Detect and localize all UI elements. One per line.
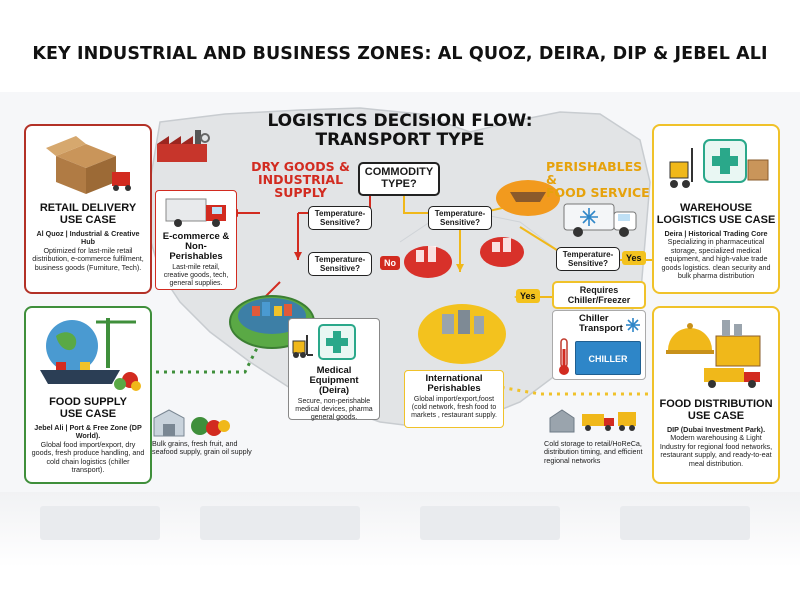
distribution-icons bbox=[549, 409, 636, 433]
retail-delivery-card: RETAIL DELIVERY USE CASE Al Quoz | Indus… bbox=[24, 124, 152, 294]
food-distribution-card: FOOD DISTRIBUTION USE CASE DIP (Dubai In… bbox=[652, 306, 780, 484]
ship-icon bbox=[40, 318, 141, 391]
yes-badge-1: Yes bbox=[622, 251, 646, 265]
warehouse-logistics-card: WAREHOUSE LOGISTICS USE CASE Deira | His… bbox=[652, 124, 780, 294]
truck-icon bbox=[165, 198, 226, 227]
temp-question-2: Temperature- Sensitive? bbox=[428, 206, 492, 230]
chiller-transport-panel: Chiller Transport CHILLER bbox=[552, 310, 646, 380]
factory-icon bbox=[157, 130, 210, 162]
deira-zone-2 bbox=[480, 237, 524, 267]
requires-chiller-node: Requires Chiller/Freezer bbox=[552, 281, 646, 309]
thermometer-icon bbox=[559, 338, 569, 375]
bottom-fade bbox=[0, 492, 800, 600]
temp-question-4: Temperature- Sensitive? bbox=[556, 247, 620, 271]
snowflake-icon bbox=[626, 318, 640, 332]
dip-dotted-link bbox=[469, 380, 650, 396]
medical-node: Medical Equipment (Deira) Secure, non-pe… bbox=[288, 318, 380, 421]
bulk-note: Bulk grains, fresh fruit, and seafood su… bbox=[152, 439, 252, 457]
flow-title: LOGISTICS DECISION FLOW: TRANSPORT TYPE bbox=[267, 111, 533, 150]
produce-icon bbox=[191, 417, 230, 436]
dry-goods-title: DRY GOODS & INDUSTRIAL SUPPLY bbox=[251, 159, 350, 200]
yes-badge-2: Yes bbox=[516, 289, 540, 303]
boxes-icon bbox=[46, 136, 131, 194]
medical-cross-icon bbox=[318, 324, 356, 360]
intl-perishables-node: International Perishables Global import/… bbox=[404, 370, 504, 428]
temp-question-1: Temperature- Sensitive? bbox=[308, 206, 372, 230]
page-title: KEY INDUSTRIAL AND BUSINESS ZONES: AL QU… bbox=[32, 44, 768, 64]
commodity-type-node: COMMODITY TYPE? bbox=[358, 162, 440, 196]
warehouse-icon bbox=[669, 139, 769, 188]
warehouse-icon-small bbox=[153, 409, 185, 437]
cold-storage-note: Cold storage to retail/HoReCa, distribut… bbox=[544, 439, 643, 465]
ecommerce-node: E-commerce & Non-Perishables Last-mile r… bbox=[155, 190, 237, 290]
forklift-icon bbox=[292, 335, 313, 358]
no-badge: No bbox=[380, 256, 400, 270]
refrigerated-van-icon bbox=[563, 203, 637, 237]
food-supply-card: FOOD SUPPLY USE CASE Jebel Ali | Port & … bbox=[24, 306, 152, 484]
chiller-transport-label: Chiller Transport bbox=[579, 313, 623, 334]
food-cloche-icon bbox=[666, 320, 761, 388]
perishables-title: PERISHABLES & FOOD SERVICE bbox=[546, 159, 650, 200]
chiller-container: CHILLER bbox=[575, 341, 641, 375]
temp-question-3: Temperature- Sensitive? bbox=[308, 252, 372, 276]
